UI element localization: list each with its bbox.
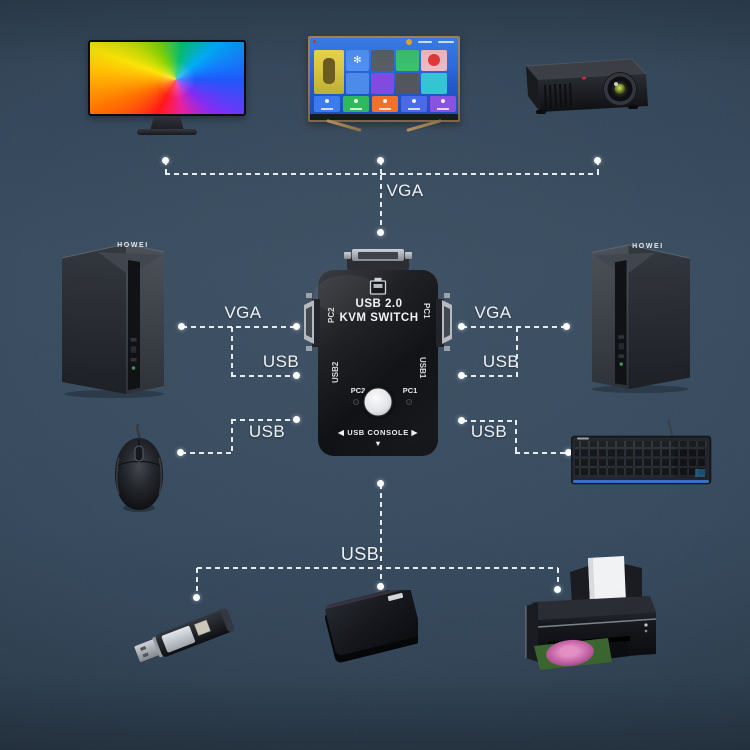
vga-line-top-horizontal (165, 173, 599, 175)
keyboard-image (571, 420, 712, 485)
tower-front-strip (128, 260, 140, 390)
connector-dot (293, 372, 300, 379)
bottom-usb-label: USB (340, 544, 380, 564)
right-tower-brand-logo: HOWEI (632, 243, 664, 250)
tower-card-slot (130, 345, 137, 354)
tv-screen: ✻ (310, 38, 458, 119)
tv-tile-movies: ✻ (346, 50, 369, 71)
kvm-right-vga-label: PC1 (422, 303, 431, 319)
tv-sun-icon (406, 39, 412, 45)
printer-power-button[interactable] (644, 623, 648, 627)
right-vga-line (462, 326, 567, 328)
mouse-usb-label: USB (248, 422, 286, 441)
monitor-screen-wallpaper (90, 42, 244, 114)
connector-dot (293, 323, 300, 330)
tv-tile (396, 50, 419, 71)
monitor-image (88, 40, 250, 138)
mouse-scroll-wheel (134, 445, 144, 462)
kvm-title-line1: USB 2.0 (356, 298, 403, 310)
left-usb-line (231, 375, 297, 377)
tv-frame: ✻ (308, 36, 460, 122)
keyboard-blue-accent (573, 480, 709, 483)
tv-clock-text (438, 41, 454, 43)
mouse-image (115, 424, 163, 512)
tv-app-button (314, 96, 340, 112)
usb-flash-drive-image (134, 608, 234, 662)
left-vga-line (182, 326, 298, 328)
desktop-pc-right-image (591, 244, 691, 393)
connector-dot (377, 229, 384, 236)
kvm-title-line2: KVM SWITCH (339, 312, 418, 324)
connector-dot (162, 157, 169, 164)
right-usb-line (462, 375, 518, 377)
external-hard-drive-image (325, 590, 418, 663)
left-vga-label: VGA (224, 303, 262, 322)
tv-tile-karaoke (421, 73, 447, 94)
monitor-base (137, 129, 197, 135)
vga-line-top-down (380, 175, 382, 234)
connector-dot (377, 480, 384, 487)
bottom-usb-line-vertical (380, 484, 382, 587)
left-usb-label: USB (262, 352, 300, 371)
connector-dot (458, 417, 465, 424)
projector-led (582, 77, 586, 80)
left-tower-brand-logo: HOWEI (117, 242, 149, 249)
mouse-usb-line-vertical (231, 419, 233, 454)
kvm-pc1-led (406, 398, 413, 405)
tv-status-icon (313, 40, 316, 43)
kvm-console-arrow: ▼ (374, 439, 381, 448)
connector-dot (594, 157, 601, 164)
connector-dot (193, 594, 200, 601)
connector-dot (458, 323, 465, 330)
kvm-console-label: ◀ USB CONSOLE ▶ (337, 428, 418, 437)
connector-dot (293, 416, 300, 423)
tv-tile (396, 73, 419, 94)
connector-dot (177, 449, 184, 456)
tv-tile-featured (314, 50, 344, 94)
keyboard-brand-logo (577, 437, 589, 440)
kvm-right-usb-label: USB1 (418, 357, 427, 379)
tv-app-button (343, 96, 369, 112)
bottom-usb-line-horizontal (197, 567, 558, 569)
mouse-usb-line-lower (181, 452, 233, 454)
tv-tile-kids (421, 50, 447, 71)
right-usb-label: USB (482, 352, 520, 371)
tv-bottom-bezel (310, 114, 458, 120)
connector-dot (377, 157, 384, 164)
kvm-front-pc1-label: PC1 (403, 386, 418, 395)
monitor-frame (88, 40, 246, 116)
top-vga-label: VGA (386, 181, 424, 200)
kvm-left-usb-label: USB2 (331, 361, 340, 383)
keyboard-usb-label: USB (470, 422, 508, 441)
tower-power-led (131, 366, 136, 370)
connector-dot (178, 323, 185, 330)
kvm-switch-image: USB 2.0 KVM SWITCH PC2 PC1 USB2 USB1 PC2… (304, 249, 452, 456)
keyboard-usb-line-lower (515, 452, 569, 454)
keyboard-cable (667, 420, 673, 437)
tv-tile (371, 50, 394, 71)
connector-dot (377, 583, 384, 590)
left-usb-branch-vertical (231, 327, 233, 376)
kvm-pc2-led (353, 398, 360, 405)
kvm-select-button[interactable] (363, 387, 393, 417)
smart-tv-image: ✻ (308, 36, 462, 136)
keyboard-usb-line-vertical (515, 420, 517, 454)
mouse-usb-line-upper (231, 419, 297, 421)
tv-tile (346, 73, 369, 94)
tv-app-button (430, 96, 456, 112)
tv-tile (371, 73, 394, 94)
tv-status-text (418, 41, 432, 43)
tv-app-button (401, 96, 427, 112)
connector-dot (458, 372, 465, 379)
desktop-pc-left-image (62, 243, 165, 398)
printer-image (525, 556, 657, 670)
tv-app-button (372, 96, 398, 112)
projector-image (525, 58, 648, 114)
kvm-left-vga-label: PC2 (327, 307, 336, 323)
right-vga-label: VGA (474, 303, 512, 322)
connector-dot (563, 323, 570, 330)
